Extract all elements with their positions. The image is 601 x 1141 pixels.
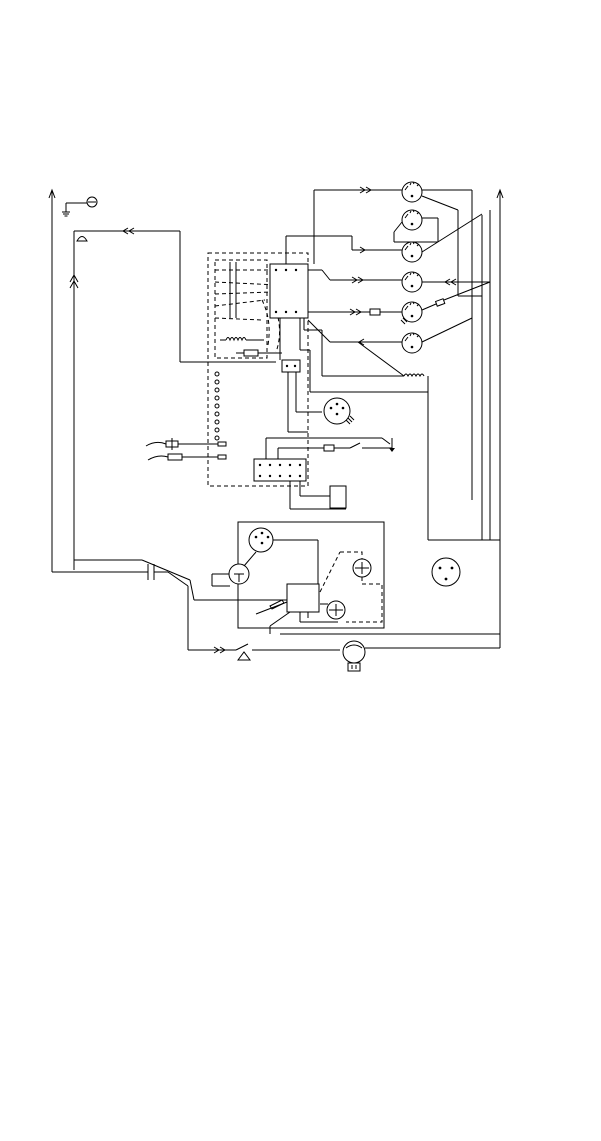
- temperature-sensor: [146, 438, 226, 460]
- gauge-mid-1: [402, 272, 422, 292]
- gauge-top-2: [402, 210, 422, 230]
- gauge-mid-3: [402, 333, 422, 353]
- door-switch: [188, 644, 340, 660]
- left-supply-rail: [49, 190, 55, 572]
- lamp-holder-icon: [70, 228, 276, 570]
- round-plug-connector: [324, 398, 354, 424]
- start-relay: [194, 584, 338, 622]
- gauge-top-3: [402, 242, 422, 262]
- outlet-socket: [432, 558, 460, 586]
- thermostat: [212, 564, 249, 586]
- capacitor-contact: [320, 552, 382, 622]
- lower-terminal-block: [254, 438, 395, 509]
- fuse: [236, 350, 282, 356]
- terminal-strip: [215, 372, 219, 440]
- cooling-fan: [270, 612, 500, 671]
- line-capacitor: [52, 560, 194, 650]
- relay-block: [270, 236, 352, 318]
- right-supply-rails: [482, 190, 503, 648]
- ground-symbol: [62, 197, 97, 216]
- heater-coil: [220, 338, 264, 341]
- gauge-mid-2: [401, 302, 422, 324]
- gauge-top-1: [402, 182, 422, 202]
